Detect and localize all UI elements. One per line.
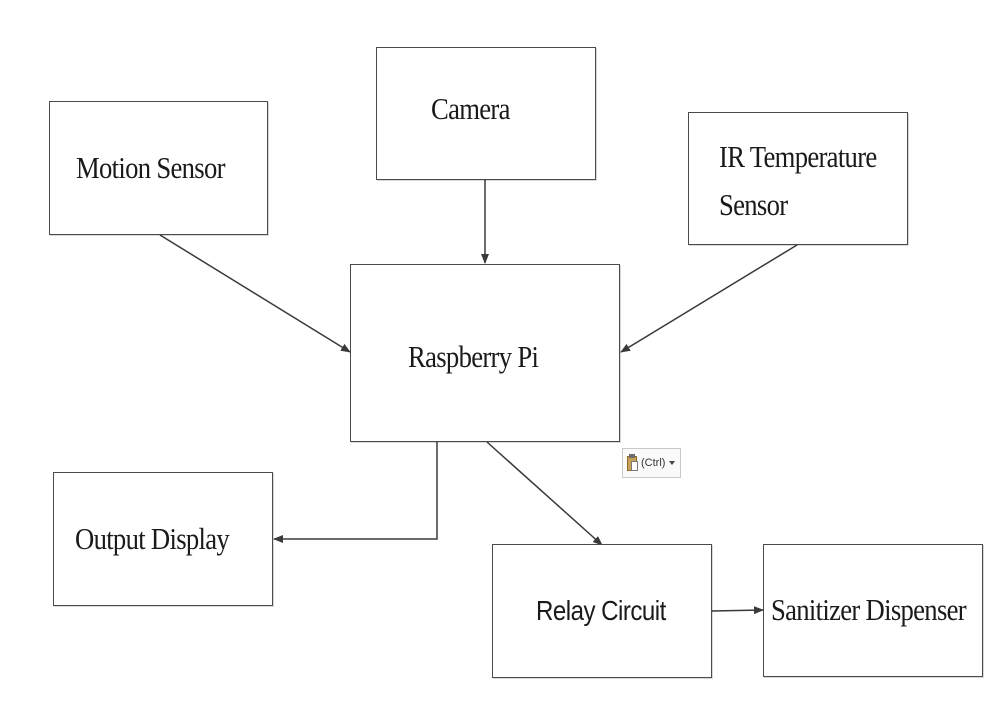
relay-circuit-box: Relay Circuit xyxy=(492,544,712,678)
motion-sensor-box: Motion Sensor xyxy=(49,101,268,235)
relay-circuit-label: Relay Circuit xyxy=(536,595,666,626)
motion-sensor-label: Motion Sensor xyxy=(76,149,225,185)
output-display-label: Output Display xyxy=(75,520,230,556)
camera-label: Camera xyxy=(431,91,510,127)
arrow-pi-to-output xyxy=(273,442,438,543)
raspberry-pi-label: Raspberry Pi xyxy=(408,338,539,374)
sanitizer-dispenser-label: Sanitizer Dispenser xyxy=(771,592,967,628)
clipboard-icon xyxy=(627,454,639,472)
arrow-motion-to-pi xyxy=(159,234,351,353)
chevron-down-icon xyxy=(669,461,676,465)
arrow-relay-to-sanitizer xyxy=(711,606,764,615)
paste-options-button[interactable]: (Ctrl) xyxy=(622,448,681,478)
camera-box: Camera xyxy=(376,47,596,180)
paste-options-label: (Ctrl) xyxy=(641,457,666,469)
ir-temperature-sensor-label: IR Temperature Sensor xyxy=(719,139,877,223)
arrow-ir-to-pi xyxy=(620,244,798,353)
sanitizer-dispenser-box: Sanitizer Dispenser xyxy=(763,544,983,677)
arrow-pi-to-relay xyxy=(486,441,603,546)
ir-temperature-sensor-box: IR Temperature Sensor xyxy=(688,112,908,245)
raspberry-pi-box: Raspberry Pi xyxy=(350,264,620,442)
output-display-box: Output Display xyxy=(53,472,273,606)
